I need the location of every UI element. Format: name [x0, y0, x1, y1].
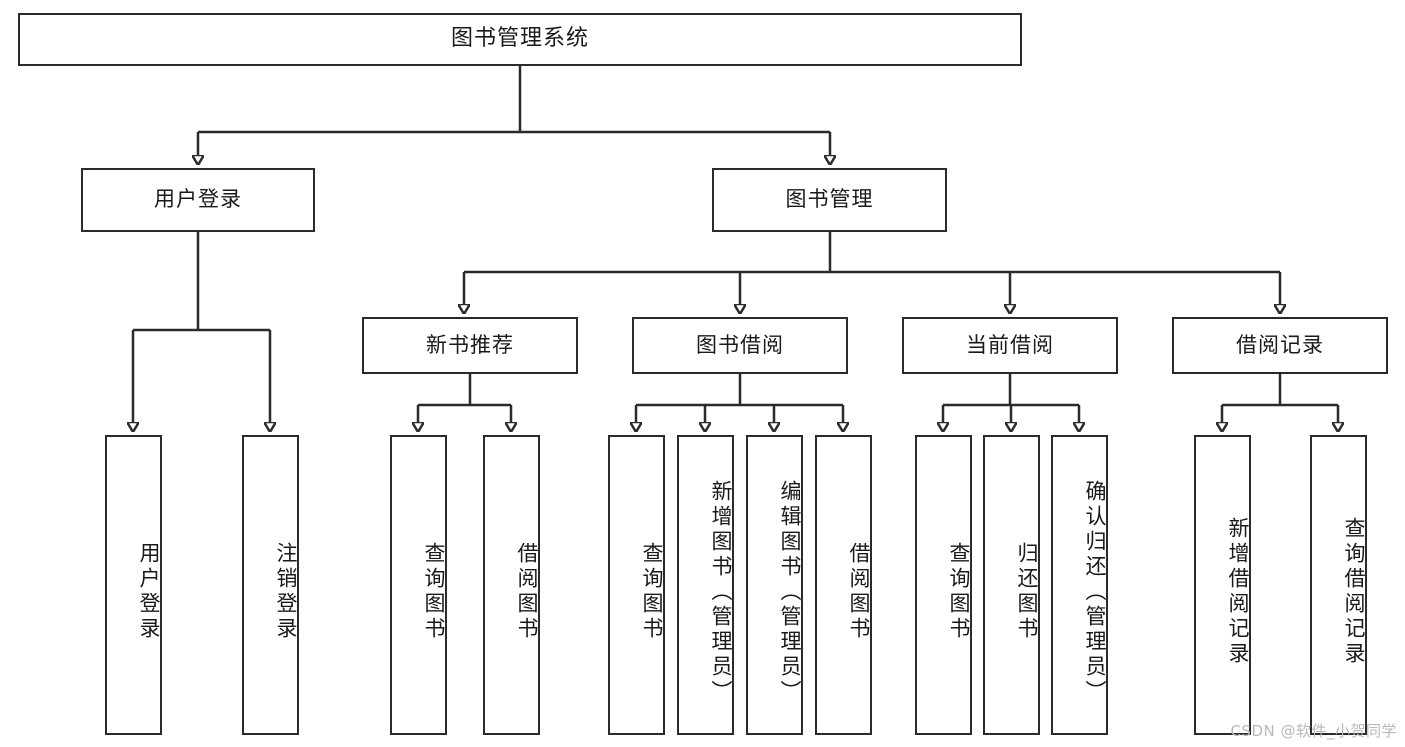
- leaf-user-login[interactable]: 用户登录: [105, 435, 162, 735]
- node-new-book-recommend[interactable]: 新书推荐: [362, 317, 578, 374]
- node-label: 查询图书: [422, 542, 446, 642]
- node-label: 新增借阅记录: [1226, 517, 1250, 667]
- node-label: 借阅图书: [847, 542, 871, 642]
- node-borrow-record[interactable]: 借阅记录: [1172, 317, 1388, 374]
- node-current-borrow[interactable]: 当前借阅: [902, 317, 1118, 374]
- node-label: 图书管理系统: [450, 26, 589, 52]
- leaf-current-confirm-return[interactable]: 确认归还（管理员）: [1051, 435, 1108, 735]
- node-root-system[interactable]: 图书管理系统: [18, 13, 1022, 66]
- node-label: 确认归还（管理员）: [1083, 479, 1107, 705]
- node-user-login[interactable]: 用户登录: [81, 168, 315, 232]
- node-label: 用户登录: [137, 542, 161, 642]
- node-label: 借阅记录: [1236, 332, 1324, 357]
- node-label: 查询借阅记录: [1342, 517, 1366, 667]
- node-label: 查询图书: [640, 542, 664, 642]
- node-book-management[interactable]: 图书管理: [712, 168, 947, 232]
- node-label: 查询图书: [947, 542, 971, 642]
- leaf-current-return-book[interactable]: 归还图书: [983, 435, 1040, 735]
- node-label: 借阅图书: [515, 542, 539, 642]
- node-label: 图书借阅: [696, 332, 784, 357]
- node-label: 新书推荐: [426, 332, 514, 357]
- node-label: 编辑图书（管理员）: [778, 479, 802, 705]
- node-label: 当前借阅: [966, 332, 1054, 357]
- csdn-watermark: CSDN @软件_小贺同学: [1230, 722, 1397, 740]
- leaf-current-query-book[interactable]: 查询图书: [915, 435, 972, 735]
- leaf-borrow-query-book[interactable]: 查询图书: [608, 435, 665, 735]
- leaf-borrow-edit-book[interactable]: 编辑图书（管理员）: [746, 435, 803, 735]
- node-label: 图书管理: [785, 187, 874, 212]
- leaf-record-query[interactable]: 查询借阅记录: [1310, 435, 1367, 735]
- node-label: 归还图书: [1015, 542, 1039, 642]
- leaf-record-add[interactable]: 新增借阅记录: [1194, 435, 1251, 735]
- node-label: 新增图书（管理员）: [709, 479, 733, 705]
- leaf-borrow-book[interactable]: 借阅图书: [815, 435, 872, 735]
- leaf-new-book-query[interactable]: 查询图书: [390, 435, 447, 735]
- leaf-logout[interactable]: 注销登录: [242, 435, 299, 735]
- node-label: 注销登录: [274, 542, 298, 642]
- node-label: 用户登录: [154, 187, 242, 212]
- leaf-borrow-add-book[interactable]: 新增图书（管理员）: [677, 435, 734, 735]
- leaf-new-book-borrow[interactable]: 借阅图书: [483, 435, 540, 735]
- node-book-borrow[interactable]: 图书借阅: [632, 317, 848, 374]
